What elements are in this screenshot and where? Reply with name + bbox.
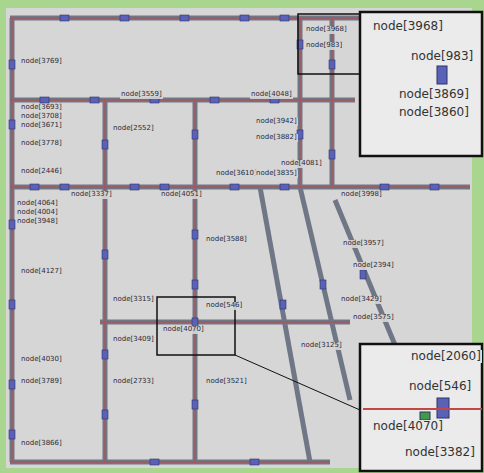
vehicle-label: node[3968] bbox=[305, 26, 348, 34]
vehicle-label: node[983] bbox=[305, 42, 343, 50]
vehicle-label: node[3789] bbox=[20, 378, 63, 386]
vehicle-label: node[3125] bbox=[300, 342, 343, 350]
vehicle-label: node[3968] bbox=[372, 20, 444, 33]
vehicle-label: node[3315] bbox=[112, 296, 155, 304]
vehicle-label: node[2552] bbox=[112, 125, 155, 133]
vehicle-label: node[4030] bbox=[20, 356, 63, 364]
vehicle-label: node[3778] bbox=[20, 140, 63, 148]
vehicle-label: node[3948] bbox=[16, 218, 59, 226]
vehicle-label: node[546] bbox=[408, 380, 472, 393]
zoom-leader bbox=[235, 355, 360, 410]
vehicle-label: node[3708] bbox=[20, 113, 63, 121]
vehicle-label: node[3610] bbox=[215, 170, 258, 178]
vehicle-label: node[546] bbox=[205, 302, 243, 310]
vehicle-label: node[3882] bbox=[255, 134, 298, 142]
vehicle-label: node[3337] bbox=[70, 191, 113, 199]
vehicle-label: node[983] bbox=[410, 50, 474, 63]
vehicle-label: node[3693] bbox=[20, 104, 63, 112]
vehicle-label: node[3769] bbox=[20, 58, 63, 66]
vehicle-label: node[3998] bbox=[340, 191, 383, 199]
vehicle-label: node[3671] bbox=[20, 122, 63, 130]
vehicle-label: node[2446] bbox=[20, 168, 63, 176]
vehicle-label: node[4081] bbox=[280, 160, 323, 168]
vehicle-label: node[4048] bbox=[250, 91, 293, 99]
vehicle-label: node[3835] bbox=[255, 170, 298, 178]
vehicle-label: node[3942] bbox=[255, 118, 298, 126]
inset-road bbox=[363, 408, 482, 410]
vehicle-label: node[3575] bbox=[352, 314, 395, 322]
vehicle-label: node[4070] bbox=[372, 420, 444, 433]
vehicle-label: node[4070] bbox=[162, 326, 205, 334]
vehicle-label: node[2060] bbox=[410, 350, 482, 363]
vehicle-label: node[3559] bbox=[120, 91, 163, 99]
vehicle-label: node[3860] bbox=[398, 106, 470, 119]
vehicle-label: node[4064] bbox=[16, 200, 59, 208]
zoom-inset bbox=[360, 344, 482, 471]
vehicle-label: node[3869] bbox=[398, 88, 470, 101]
vehicle-label: node[4004] bbox=[16, 209, 59, 217]
vehicle-label: node[3521] bbox=[205, 378, 248, 386]
vehicle-label: node[3429] bbox=[340, 296, 383, 304]
vehicle-label: node[4127] bbox=[20, 268, 63, 276]
zoom-frame bbox=[298, 14, 360, 74]
vehicle-label: node[4051] bbox=[160, 191, 203, 199]
vehicle-label: node[2394] bbox=[352, 262, 395, 270]
vehicle-label: node[3588] bbox=[205, 236, 248, 244]
vehicle-label: node[3957] bbox=[342, 240, 385, 248]
vehicle-label: node[2733] bbox=[112, 378, 155, 386]
vehicle-label: node[3866] bbox=[20, 440, 63, 448]
vehicle-label: node[3409] bbox=[112, 336, 155, 344]
vehicle-label: node[3382] bbox=[404, 446, 476, 459]
zoom-inset bbox=[360, 12, 482, 156]
